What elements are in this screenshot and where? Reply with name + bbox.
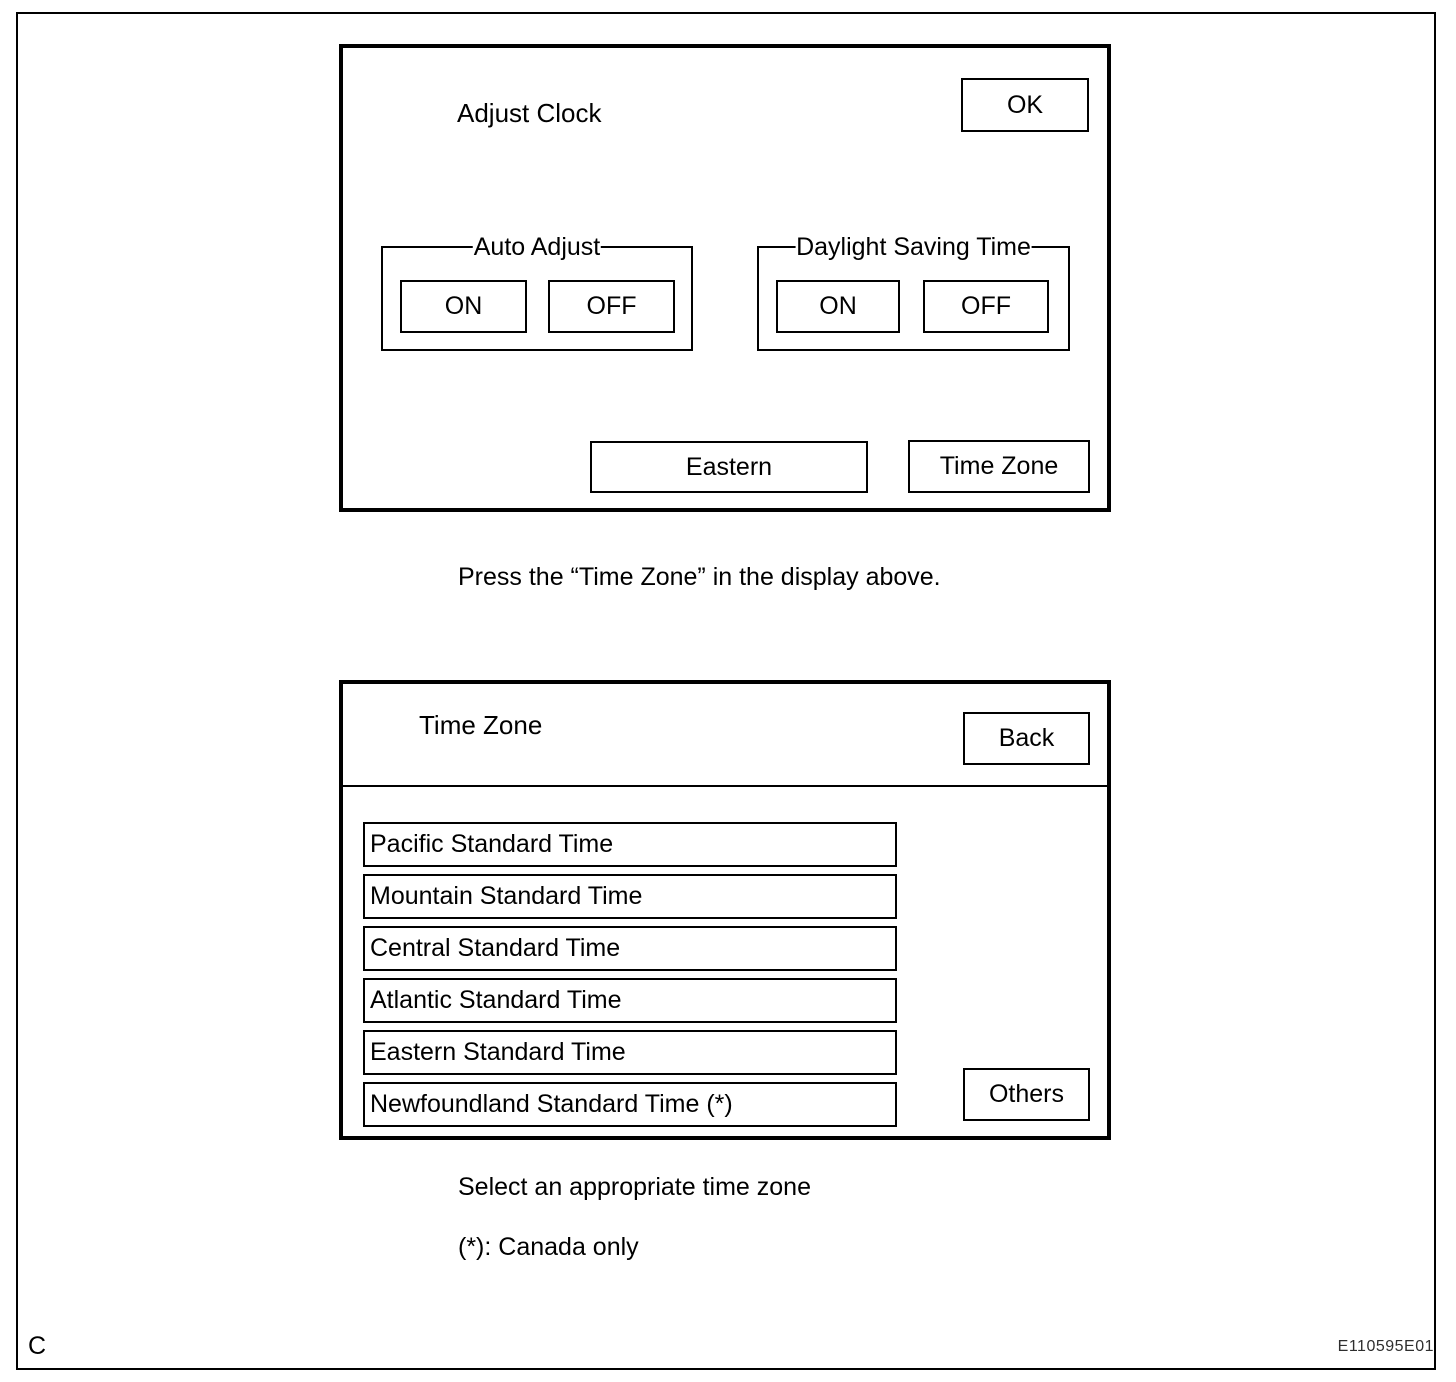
zone-item-pacific[interactable]: Pacific Standard Time (363, 822, 897, 867)
adjust-clock-title: Adjust Clock (457, 98, 602, 128)
time-zone-screen: Time Zone Back Pacific Standard Time Mou… (339, 680, 1111, 1140)
figure-code: E110595E01 (1337, 1338, 1434, 1355)
header-divider (343, 785, 1107, 787)
daylight-saving-on-button[interactable]: ON (776, 280, 900, 333)
caption-canada-note: (*): Canada only (458, 1233, 639, 1261)
ok-button[interactable]: OK (961, 78, 1089, 132)
auto-adjust-on-button[interactable]: ON (400, 280, 527, 333)
zone-item-eastern[interactable]: Eastern Standard Time (363, 1030, 897, 1075)
auto-adjust-group: Auto Adjust ON OFF (381, 232, 693, 351)
back-button[interactable]: Back (963, 712, 1090, 765)
zone-item-mountain[interactable]: Mountain Standard Time (363, 874, 897, 919)
zone-item-central[interactable]: Central Standard Time (363, 926, 897, 971)
zone-item-newfoundland[interactable]: Newfoundland Standard Time (*) (363, 1082, 897, 1127)
auto-adjust-off-button[interactable]: OFF (548, 280, 675, 333)
caption-select-zone: Select an appropriate time zone (458, 1173, 811, 1201)
time-zone-button[interactable]: Time Zone (908, 440, 1090, 493)
daylight-saving-legend: Daylight Saving Time (795, 232, 1032, 262)
caption-press-time-zone: Press the “Time Zone” in the display abo… (458, 563, 941, 591)
figure-corner-label: C (28, 1332, 47, 1360)
auto-adjust-legend: Auto Adjust (472, 232, 602, 262)
daylight-saving-off-button[interactable]: OFF (923, 280, 1049, 333)
daylight-saving-group: Daylight Saving Time ON OFF (757, 232, 1070, 351)
eastern-button[interactable]: Eastern (590, 441, 868, 493)
zone-item-atlantic[interactable]: Atlantic Standard Time (363, 978, 897, 1023)
time-zone-title: Time Zone (419, 710, 543, 740)
others-button[interactable]: Others (963, 1068, 1090, 1121)
adjust-clock-screen: Adjust Clock OK Auto Adjust ON OFF Dayli… (339, 44, 1111, 512)
